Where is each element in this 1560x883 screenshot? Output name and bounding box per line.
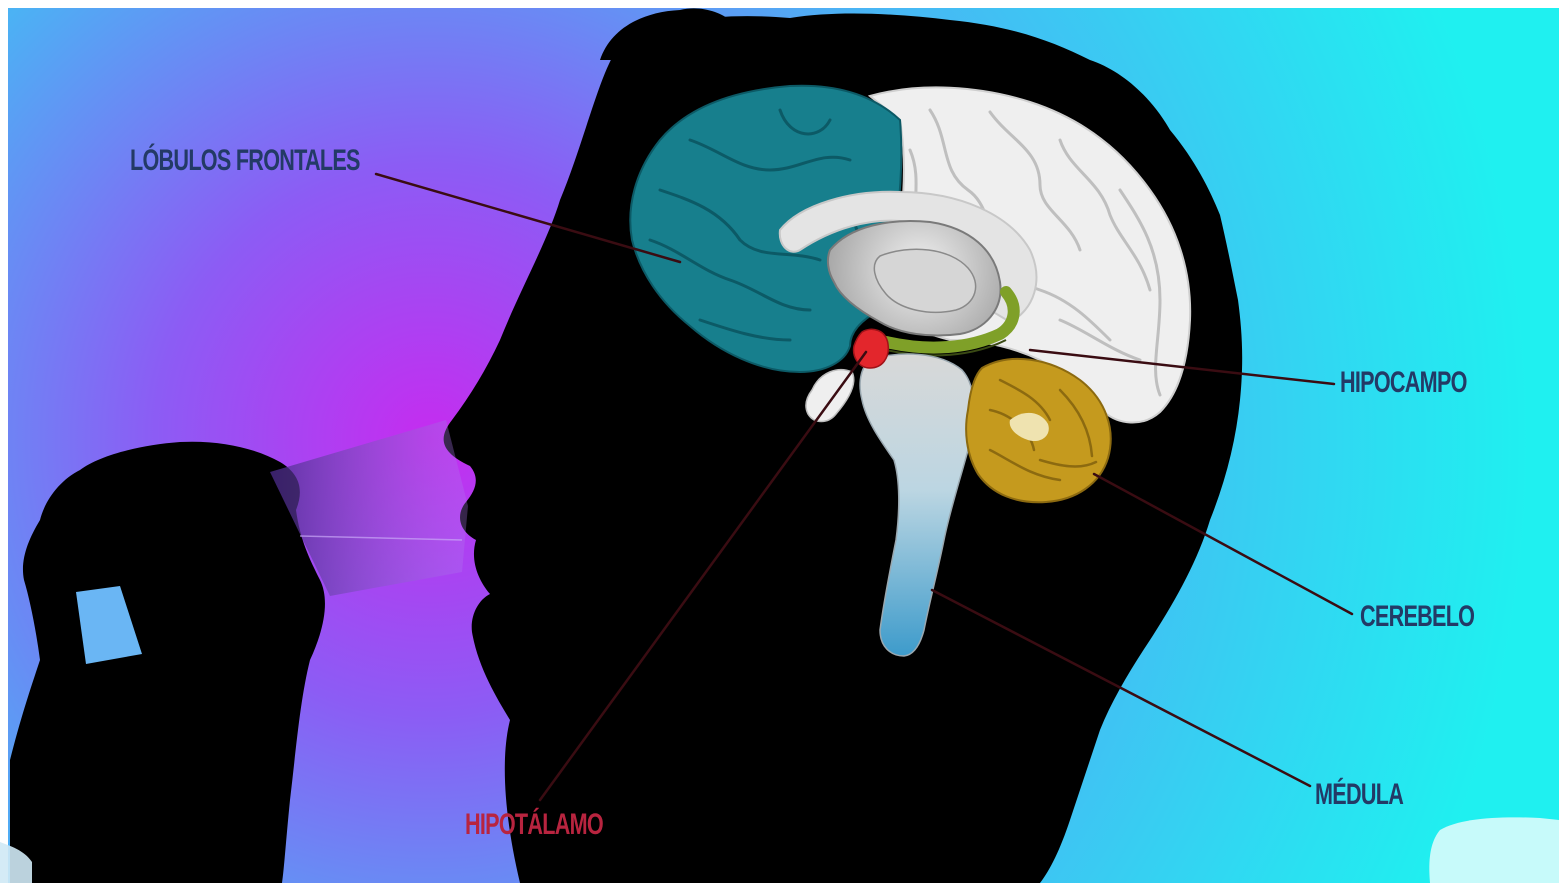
label-frontal-lobes: LÓBULOS FRONTALES (130, 146, 360, 176)
label-hypothalamus: HIPOTÁLAMO (465, 810, 603, 840)
corner-decoration (1429, 817, 1559, 883)
label-medulla: MÉDULA (1315, 780, 1403, 810)
label-cerebellum: CEREBELO (1360, 602, 1474, 632)
hand-silhouette (10, 442, 325, 883)
label-hippocampus: HIPOCAMPO (1340, 368, 1467, 398)
